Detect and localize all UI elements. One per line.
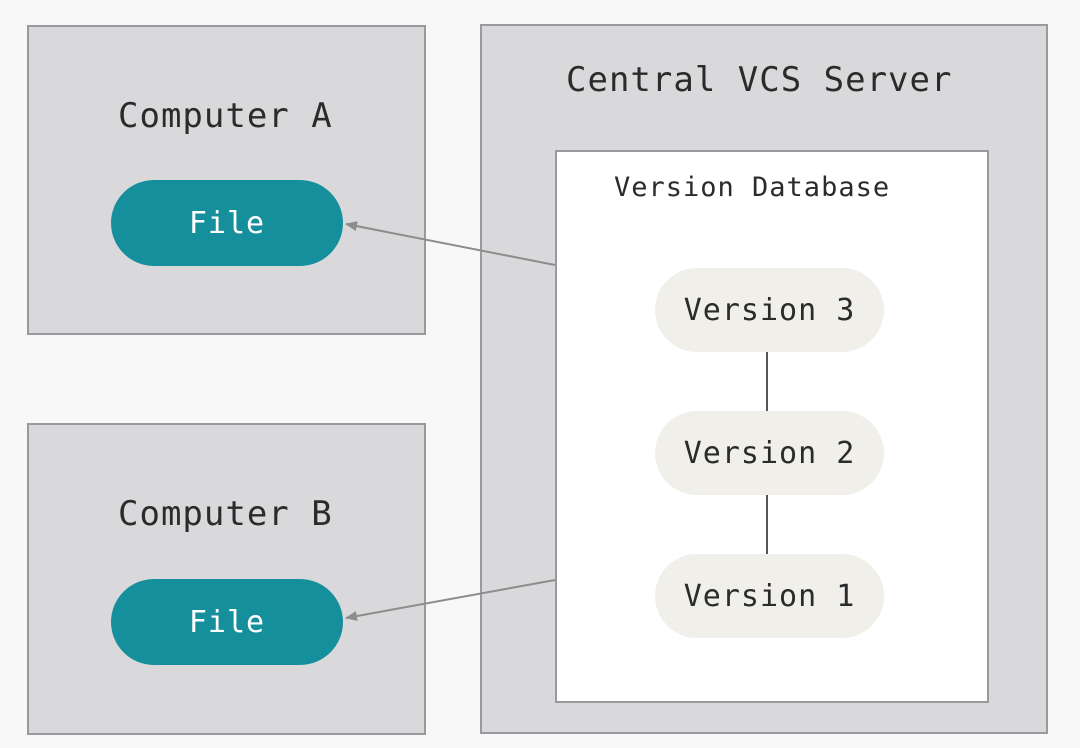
computer-a-title: Computer A bbox=[118, 96, 333, 136]
central-server-title: Central VCS Server bbox=[566, 60, 953, 100]
computer-a-file: File bbox=[111, 180, 343, 266]
version-2-node: Version 2 bbox=[655, 411, 884, 495]
version-3-node: Version 3 bbox=[655, 268, 884, 352]
version-1-node: Version 1 bbox=[655, 554, 884, 638]
computer-b-title: Computer B bbox=[118, 494, 333, 534]
version-database-title: Version Database bbox=[614, 172, 891, 203]
computer-b-file: File bbox=[111, 579, 343, 665]
